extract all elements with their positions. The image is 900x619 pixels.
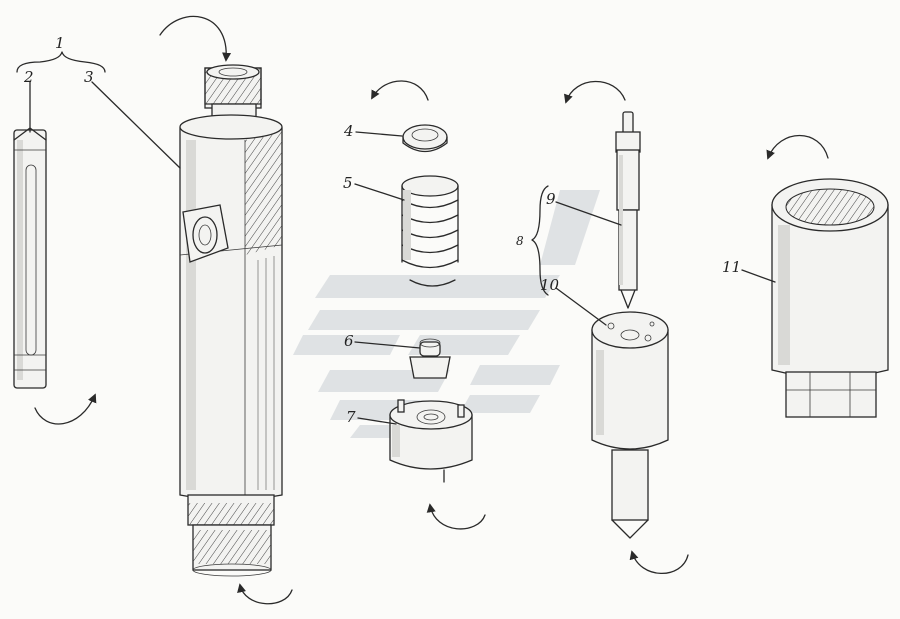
watermark-logo [293,190,600,438]
part-9-needle [615,111,641,309]
rotation-arrow-icon [563,80,626,104]
callout-11: 11 [722,258,742,276]
part-5-spring [401,175,459,287]
callout-10: 10 [540,276,560,294]
rotation-arrow-icon [766,135,829,160]
part-3-injector-body [179,64,283,577]
callout-3: 3 [84,68,94,86]
callout-4: 4 [344,122,354,140]
part-2-rod [13,127,47,389]
part-11-nut [771,178,889,418]
callout-8: 8 [516,234,524,248]
rotation-arrow-icon [159,15,232,62]
rotation-arrow-icon [371,80,429,101]
rotation-arrow-icon [426,503,486,530]
callout-2: 2 [24,68,34,86]
part-4-washer [402,124,448,153]
rotation-arrow-icon [34,393,97,425]
bracket-8 [531,185,549,296]
part-7-spacer [389,399,473,483]
callout-1: 1 [55,34,65,52]
callout-9: 9 [546,190,556,208]
rotation-arrow-icon [629,550,689,575]
callout-6: 6 [344,332,354,350]
part-6-valve [409,338,451,379]
leader-lines [16,51,776,425]
callout-7: 7 [346,408,356,426]
part-10-nozzle-body [591,311,669,539]
bracket-1 [16,51,106,73]
rotation-arrow-icon [237,583,293,605]
callout-5: 5 [343,174,353,192]
